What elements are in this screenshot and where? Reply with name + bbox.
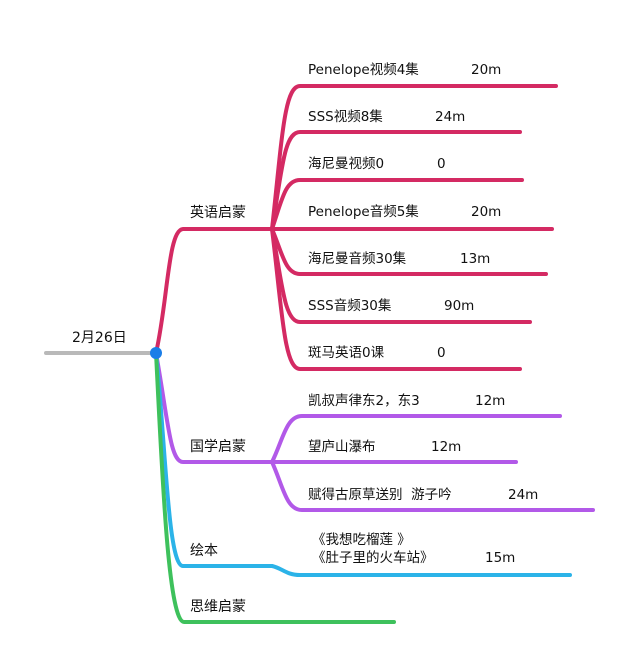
leaf-value: 15m xyxy=(485,550,516,566)
branch-line-thinking xyxy=(154,351,396,624)
branch-label-english: 英语启蒙 xyxy=(190,205,246,221)
root-dot xyxy=(150,347,162,359)
leaf-value: 13m xyxy=(460,251,491,267)
leaf-label: 赋得古原草送别 游子吟 xyxy=(308,487,452,503)
leaf-value: 12m xyxy=(475,393,506,409)
leaf-value: 90m xyxy=(444,298,475,314)
root-label: 2月26日 xyxy=(72,330,127,346)
leaf-value: 0 xyxy=(437,345,446,361)
leaf-label: Penelope视频4集 xyxy=(308,62,419,78)
english-leaf-lines xyxy=(270,84,558,371)
leaf-value: 20m xyxy=(471,62,502,78)
picturebook-leaf-line xyxy=(270,564,572,577)
leaf-value: 12m xyxy=(431,439,462,455)
leaf-value: 24m xyxy=(435,109,466,125)
guoxue-leaf-lines xyxy=(270,414,595,512)
leaf-label: SSS视频8集 xyxy=(308,109,383,125)
branch-label-picturebook: 绘本 xyxy=(190,543,218,559)
leaf-label: SSS音频30集 xyxy=(308,298,392,314)
leaf-value: 0 xyxy=(437,156,446,172)
branch-line-english xyxy=(154,227,274,355)
leaf-label: 凯叔声律东2，东3 xyxy=(308,393,420,409)
leaf-label-line2: 《肚子里的火车站》 xyxy=(312,550,434,566)
leaf-label: 《我想吃榴莲 》 xyxy=(312,532,411,548)
leaf-value: 20m xyxy=(471,204,502,220)
leaf-label: Penelope音频5集 xyxy=(308,204,419,220)
branch-line-picturebook xyxy=(154,351,274,568)
leaf-label: 斑马英语0课 xyxy=(308,345,385,361)
leaf-value: 24m xyxy=(508,487,539,503)
leaf-label: 望庐山瀑布 xyxy=(308,439,376,455)
leaf-label: 海尼曼视频0 xyxy=(308,156,385,172)
branch-label-guoxue: 国学启蒙 xyxy=(190,439,246,455)
leaf-label: 海尼曼音频30集 xyxy=(308,251,407,267)
branch-label-thinking: 思维启蒙 xyxy=(190,599,246,615)
